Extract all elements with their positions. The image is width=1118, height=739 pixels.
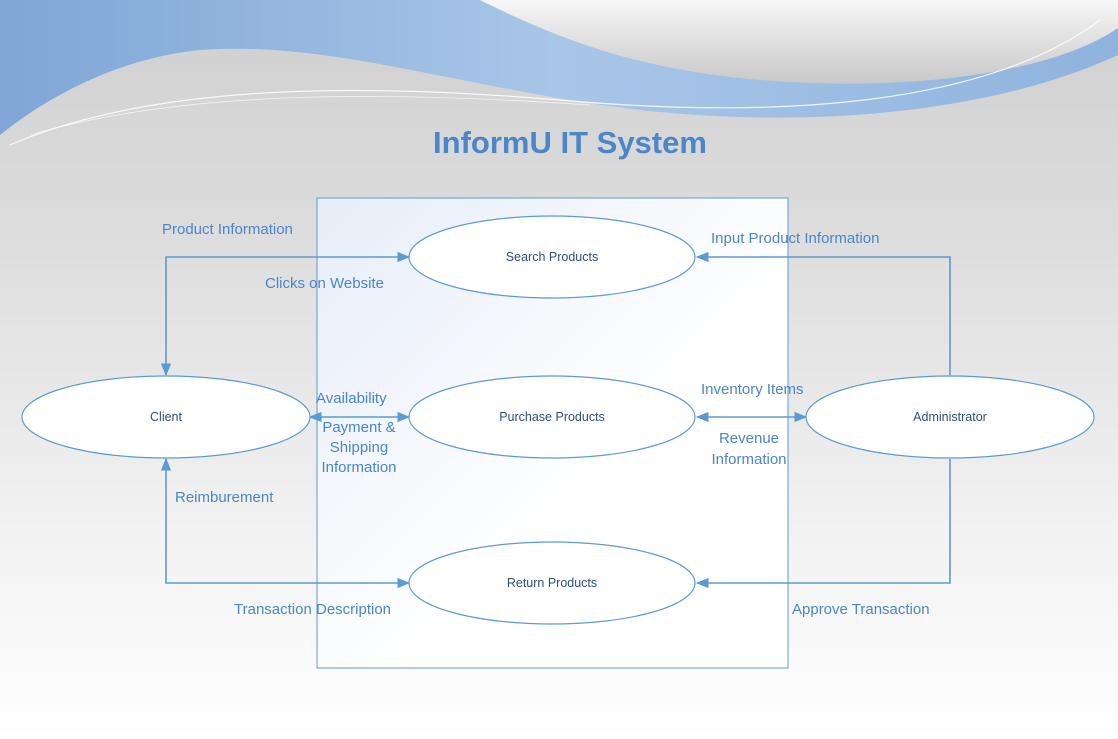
flow-approve-transaction: Approve Transaction bbox=[792, 601, 930, 618]
admin-search-connector bbox=[695, 251, 951, 375]
flow-inventory-items: Inventory Items bbox=[701, 381, 804, 398]
diagram-title: InformU IT System bbox=[433, 125, 707, 160]
purchase-products-node bbox=[408, 375, 696, 459]
client-search-connector bbox=[160, 251, 411, 377]
administrator-label: Administrator bbox=[913, 410, 987, 424]
flow-revenue-information: Revenue Information bbox=[711, 430, 787, 468]
search-products-node bbox=[408, 215, 696, 299]
client-return-connector bbox=[160, 457, 411, 589]
flow-product-information: Product Information bbox=[162, 221, 293, 238]
return-products-node bbox=[408, 541, 696, 625]
client-label: Client bbox=[150, 410, 182, 424]
flow-transaction-description: Transaction Description bbox=[234, 601, 392, 618]
search-products-label: Search Products bbox=[505, 250, 599, 264]
return-products-label: Return Products bbox=[506, 576, 598, 590]
admin-return-connector bbox=[695, 459, 951, 589]
flow-payment-shipping-information: Payment & Shipping Information bbox=[321, 419, 397, 476]
client-actor-node bbox=[21, 375, 311, 459]
purchase-products-label: Purchase Products bbox=[499, 410, 605, 424]
flow-clicks-on-website: Clicks on Website bbox=[265, 275, 384, 292]
flow-reimbursement: Reimburement bbox=[175, 489, 274, 506]
header-wave bbox=[0, 0, 1118, 146]
flow-input-product-information: Input Product Information bbox=[711, 230, 880, 247]
flow-availability: Availability bbox=[316, 390, 387, 407]
administrator-actor-node bbox=[805, 375, 1095, 459]
